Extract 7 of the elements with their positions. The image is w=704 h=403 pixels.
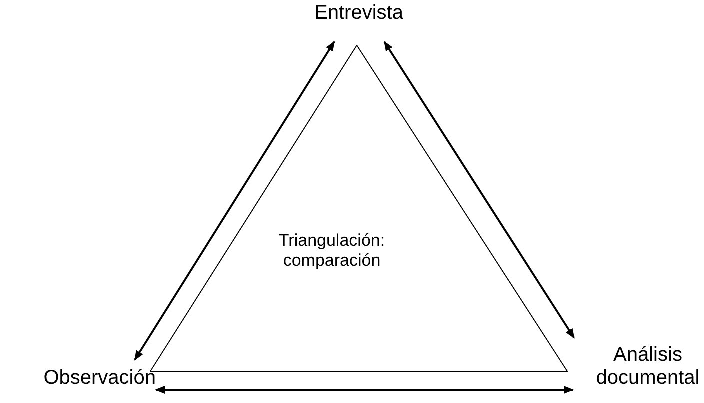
double-arrow xyxy=(134,41,336,361)
double-arrow xyxy=(155,386,574,394)
double-arrow xyxy=(384,41,576,339)
method-label: Observación xyxy=(44,366,156,390)
center-label: Triangulación: comparación xyxy=(278,231,386,271)
method-label: Análisis documental xyxy=(595,344,701,390)
method-label: Entrevista xyxy=(314,2,404,25)
